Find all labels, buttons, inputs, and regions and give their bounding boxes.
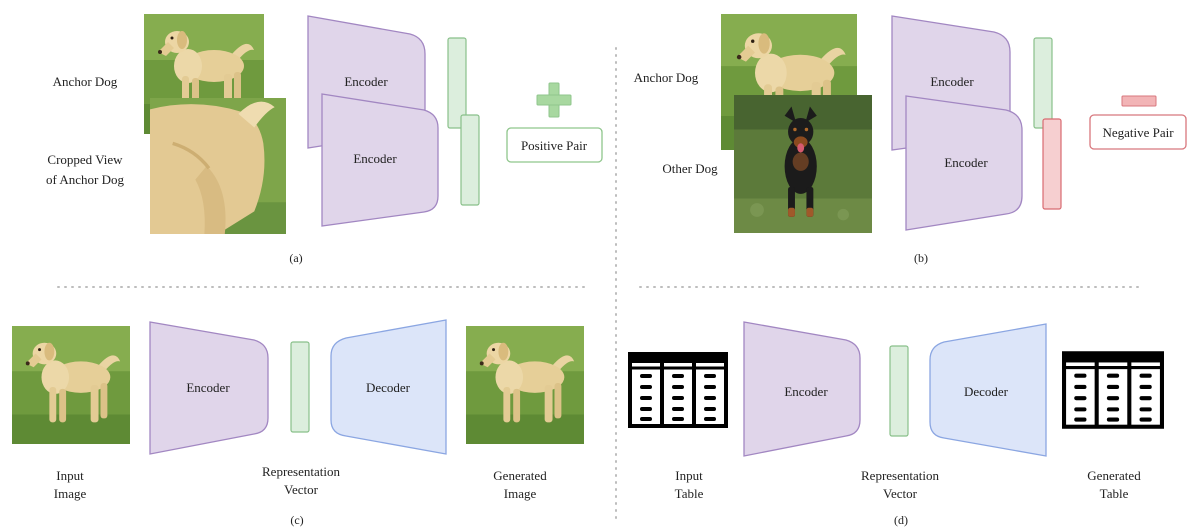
input-image-label-line2: Image bbox=[54, 486, 87, 501]
minus-icon bbox=[1121, 95, 1157, 107]
encoder-c-label: Encoder bbox=[186, 380, 230, 395]
panel-c: Encoder Decoder Input Image Representati… bbox=[12, 319, 584, 527]
encoder-d bbox=[743, 321, 861, 457]
vector-a-bottom bbox=[460, 114, 480, 206]
decoder-d bbox=[929, 323, 1047, 457]
caption-c: (c) bbox=[290, 513, 303, 527]
encoder-top-a-label: Encoder bbox=[344, 74, 388, 89]
anchor-dog-label: Anchor Dog bbox=[53, 74, 118, 89]
decoder-d-label: Decoder bbox=[964, 384, 1009, 399]
rep-vector-c-label-line2: Vector bbox=[284, 482, 319, 497]
representation-vector-d bbox=[889, 345, 909, 437]
encoder-top-b-label: Encoder bbox=[930, 74, 974, 89]
encoder-bottom-a bbox=[321, 93, 439, 227]
representation-vector-c bbox=[290, 341, 310, 433]
vector-b-top bbox=[1033, 37, 1053, 129]
cropped-view-label-line2: of Anchor Dog bbox=[46, 172, 124, 187]
vector-a-top bbox=[447, 37, 467, 129]
rep-vector-c-label-line1: Representation bbox=[262, 464, 340, 479]
caption-a: (a) bbox=[289, 251, 302, 265]
other-dog-label: Other Dog bbox=[662, 161, 718, 176]
other-dog-image bbox=[734, 95, 872, 233]
panel-a: Anchor Dog Cropped View of Anchor Dog En… bbox=[46, 14, 603, 265]
generated-image-label-line2: Image bbox=[504, 486, 537, 501]
cropped-dog-image bbox=[150, 98, 286, 234]
negative-pair-label: Negative Pair bbox=[1102, 125, 1174, 140]
negative-pair-box bbox=[1089, 114, 1187, 150]
input-image bbox=[12, 326, 130, 444]
cropped-view-label-line1: Cropped View bbox=[47, 152, 123, 167]
panel-d: Encoder Decoder Input Table Representati… bbox=[628, 321, 1162, 527]
anchor-dog-label-b: Anchor Dog bbox=[634, 70, 699, 85]
decoder-c-label: Decoder bbox=[366, 380, 411, 395]
encoder-bottom-b-label: Encoder bbox=[944, 155, 988, 170]
generated-table-icon bbox=[1064, 353, 1162, 426]
input-table-label-line2: Table bbox=[675, 486, 704, 501]
positive-pair-box bbox=[506, 127, 603, 163]
generated-table-label-line1: Generated bbox=[1087, 468, 1141, 483]
caption-b: (b) bbox=[914, 251, 928, 265]
generated-image-label-line1: Generated bbox=[493, 468, 547, 483]
rep-vector-d-label-line2: Vector bbox=[883, 486, 918, 501]
encoder-d-label: Encoder bbox=[784, 384, 828, 399]
generated-table-label-line2: Table bbox=[1100, 486, 1129, 501]
panel-b: Anchor Dog Other Dog Encoder Encoder Neg… bbox=[634, 14, 1187, 265]
vector-b-bottom bbox=[1042, 118, 1062, 210]
caption-d: (d) bbox=[894, 513, 908, 527]
positive-pair-label: Positive Pair bbox=[521, 138, 588, 153]
plus-icon bbox=[536, 82, 572, 118]
input-image-label-line1: Input bbox=[56, 468, 84, 483]
encoder-c bbox=[149, 321, 269, 455]
decoder-c bbox=[330, 319, 447, 455]
generated-image bbox=[466, 326, 584, 444]
encoder-bottom-b bbox=[905, 95, 1023, 231]
input-table-label-line1: Input bbox=[675, 468, 703, 483]
input-table-icon bbox=[628, 352, 728, 428]
rep-vector-d-label-line1: Representation bbox=[861, 468, 939, 483]
encoder-bottom-a-label: Encoder bbox=[353, 151, 397, 166]
